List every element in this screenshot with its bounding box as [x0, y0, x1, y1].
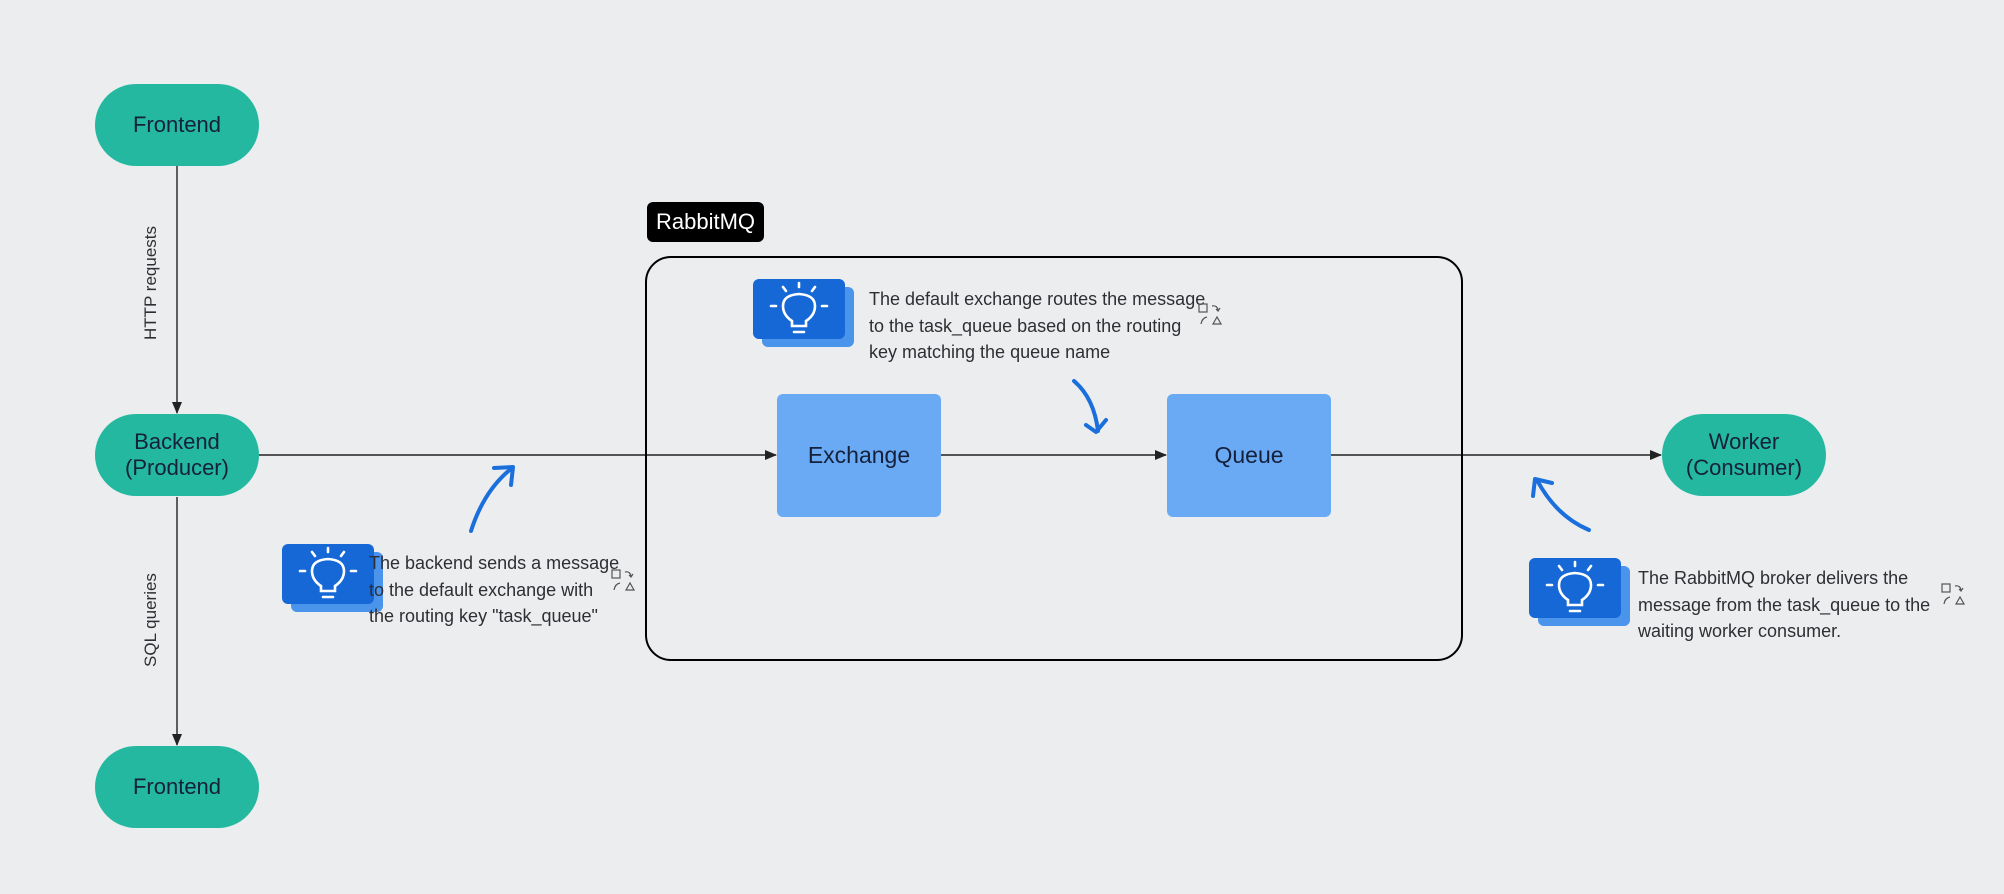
frontend-bottom-node[interactable]: Frontend — [95, 746, 259, 828]
exchange-node[interactable]: Exchange — [777, 394, 941, 517]
edge-label-sql-queries: SQL queries — [141, 573, 160, 667]
frontend-top-node[interactable]: Frontend — [95, 84, 259, 166]
shape-tools-icon[interactable] — [610, 568, 636, 594]
curved-arrow-icon — [1531, 477, 1591, 532]
note-broker-delivers[interactable]: The RabbitMQ broker delivers the message… — [1638, 568, 1931, 641]
lightbulb-icon — [282, 544, 384, 620]
curved-arrow-icon — [1072, 379, 1108, 434]
shape-tools-icon[interactable] — [1940, 582, 1966, 608]
curved-arrow-icon — [469, 465, 515, 533]
backend-producer-node[interactable]: Backend (Producer) — [95, 414, 259, 496]
shape-tools-icon[interactable] — [1197, 302, 1223, 328]
rabbitmq-group-frame[interactable] — [645, 256, 1463, 661]
lightbulb-icon — [1529, 558, 1631, 634]
worker-consumer-node[interactable]: Worker (Consumer) — [1662, 414, 1826, 496]
note-exchange-routes[interactable]: The default exchange routes the message … — [869, 289, 1206, 362]
lightbulb-icon — [753, 279, 855, 355]
edge-label-http-requests: HTTP requests — [141, 225, 160, 341]
rabbitmq-group-label[interactable]: RabbitMQ — [647, 202, 764, 242]
note-backend-sends[interactable]: The backend sends a message to the defau… — [369, 553, 620, 626]
queue-node[interactable]: Queue — [1167, 394, 1331, 517]
